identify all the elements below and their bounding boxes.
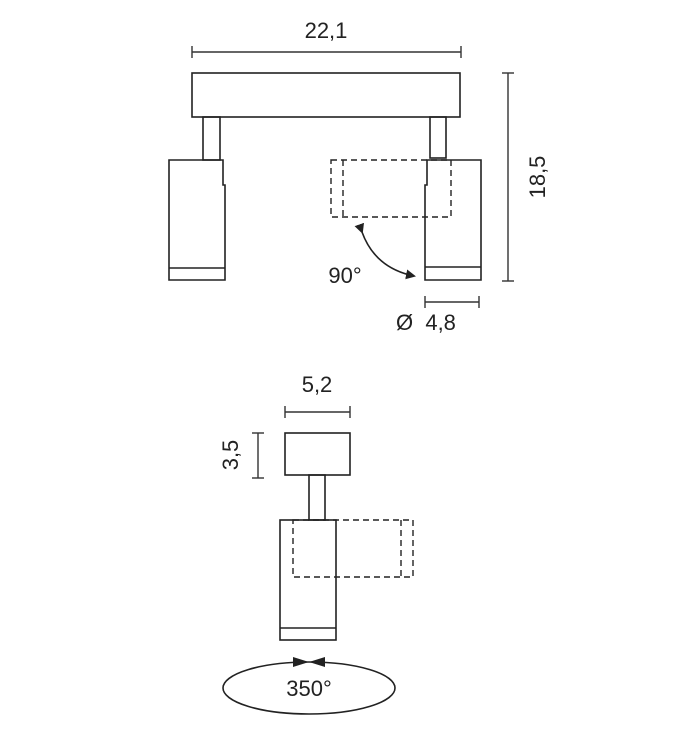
side-stem [308, 474, 326, 521]
width-label: 22,1 [305, 18, 348, 43]
base-width-dimension: 5,2 [284, 372, 351, 418]
side-rotation-label: 350° [286, 676, 332, 701]
base-height-label: 3,5 [218, 440, 243, 471]
side-spotlight [279, 519, 337, 641]
right-stem [429, 116, 447, 159]
height-label: 18,5 [525, 156, 550, 199]
left-spotlight [168, 159, 226, 281]
rotation-arrows [293, 657, 325, 667]
right-spotlight [424, 159, 482, 281]
side-view: 5,2 3,5 350° [218, 372, 414, 715]
base-width-label: 5,2 [302, 372, 333, 397]
rotation-arrow [354, 222, 416, 280]
left-stem [202, 116, 221, 161]
rotation-label: 90° [328, 263, 361, 288]
diameter-dimension: Ø 4,8 [396, 296, 480, 335]
front-view: 22,1 90° 18,5 Ø 4,8 [168, 18, 550, 335]
mounting-base [284, 432, 351, 476]
width-dimension: 22,1 [191, 18, 462, 58]
height-dimension: 18,5 [502, 72, 550, 282]
side-rotated-outline [292, 519, 414, 578]
rotated-spotlight-outline [330, 159, 452, 218]
diameter-label: Ø 4,8 [396, 310, 456, 335]
mounting-bar [191, 72, 461, 118]
base-height-dimension: 3,5 [218, 432, 264, 479]
